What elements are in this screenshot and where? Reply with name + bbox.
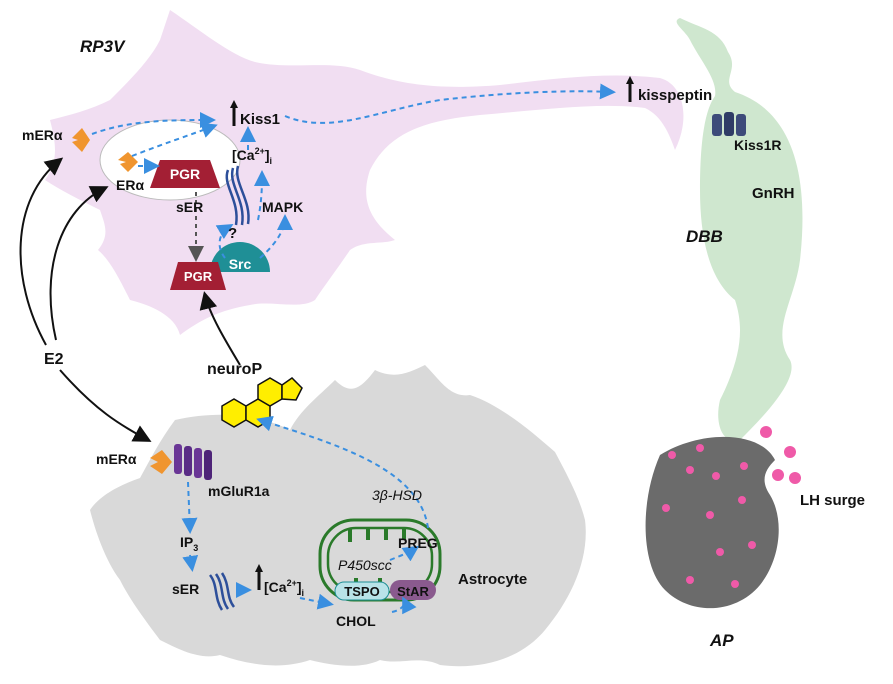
label-tspo: TSPO [344, 584, 379, 599]
label-ser-top: sER [176, 199, 203, 215]
label-chol: CHOL [336, 613, 376, 629]
er-alpha-receptor-icon [118, 152, 138, 172]
pgr-top-shape [150, 160, 220, 188]
arrow-e2-to-mer [19, 157, 64, 346]
arrow-ser-to-ca [253, 170, 270, 221]
arrow-mglur-to-ip3 [181, 481, 198, 534]
label-p450scc: P450scc [338, 557, 392, 573]
label-pgr-bottom: PGR [184, 269, 213, 284]
label-ca-top: [Ca2+]i [232, 146, 272, 166]
pituitary [645, 436, 779, 609]
ser-bottom-shape [208, 572, 236, 611]
label-kiss1r: Kiss1R [734, 137, 781, 153]
up-arrow-icons [230, 76, 634, 590]
label-rp3v: RP3V [80, 37, 126, 56]
lh-granules [662, 426, 801, 588]
arrow-e2-to-eralpha [49, 186, 109, 341]
label-question: ? [228, 225, 237, 242]
src-shape [210, 242, 270, 272]
label-er-alpha: ERα [116, 177, 144, 193]
arrow-p450-to-preg [389, 545, 420, 562]
pgr-bottom-shape [170, 262, 226, 290]
arrow-src-to-ser [215, 223, 234, 259]
label-preg: PREG [398, 535, 438, 551]
label-neurop: neuroP [207, 361, 262, 378]
kiss1r-receptor-icon [712, 112, 746, 136]
label-3b-hsd: 3β-HSD [372, 487, 422, 503]
label-star: StAR [397, 584, 429, 599]
label-mer-alpha-top: mERα [22, 127, 63, 143]
label-e2: E2 [44, 351, 64, 368]
astrocyte-cell [90, 365, 586, 667]
arrow-er-to-kiss1 [131, 122, 218, 157]
arrow-neurop-to-pgr [199, 291, 241, 366]
label-dbb: DBB [686, 227, 723, 246]
label-kisspeptin: kisspeptin [638, 87, 712, 104]
label-ap: AP [709, 631, 734, 650]
label-kiss1: Kiss1 [240, 111, 280, 128]
label-mapk: MAPK [262, 199, 303, 215]
arrow-chol-to-star [391, 596, 417, 615]
arrow-mer-to-kiss1 [91, 112, 216, 135]
label-mer-alpha-bottom: mERα [96, 451, 137, 467]
neurop-steroid-icon [221, 377, 303, 428]
arrow-ip3-to-ser [182, 554, 199, 572]
label-astrocyte: Astrocyte [458, 571, 527, 588]
arrow-kiss1-to-kisspeptin [284, 83, 616, 124]
mer-bottom-receptor-icon [150, 450, 172, 474]
label-ca-bottom: [Ca2+]i [264, 578, 304, 598]
star-protein [390, 580, 436, 600]
rp3v-neuron [45, 10, 684, 335]
label-gnrh: GnRH [752, 185, 795, 202]
gnrh-neuron [676, 18, 803, 441]
ser-top-shape [225, 165, 250, 226]
label-pgr-top: PGR [170, 166, 200, 182]
label-ser-bottom: sER [172, 581, 199, 597]
tspo-protein [334, 581, 390, 601]
arrow-src-to-mapk [259, 214, 293, 259]
arrow-preg-to-neurop [256, 415, 429, 529]
label-src: Src [229, 256, 252, 272]
label-lh-surge: LH surge [800, 492, 865, 509]
mglur1a-receptor-icon [174, 444, 212, 480]
mer-top-receptor-icon [72, 128, 90, 152]
arrow-e2-to-astro-mer [59, 369, 152, 442]
label-ip3: IP3 [180, 534, 198, 553]
label-mglur1a: mGluR1a [208, 483, 270, 499]
